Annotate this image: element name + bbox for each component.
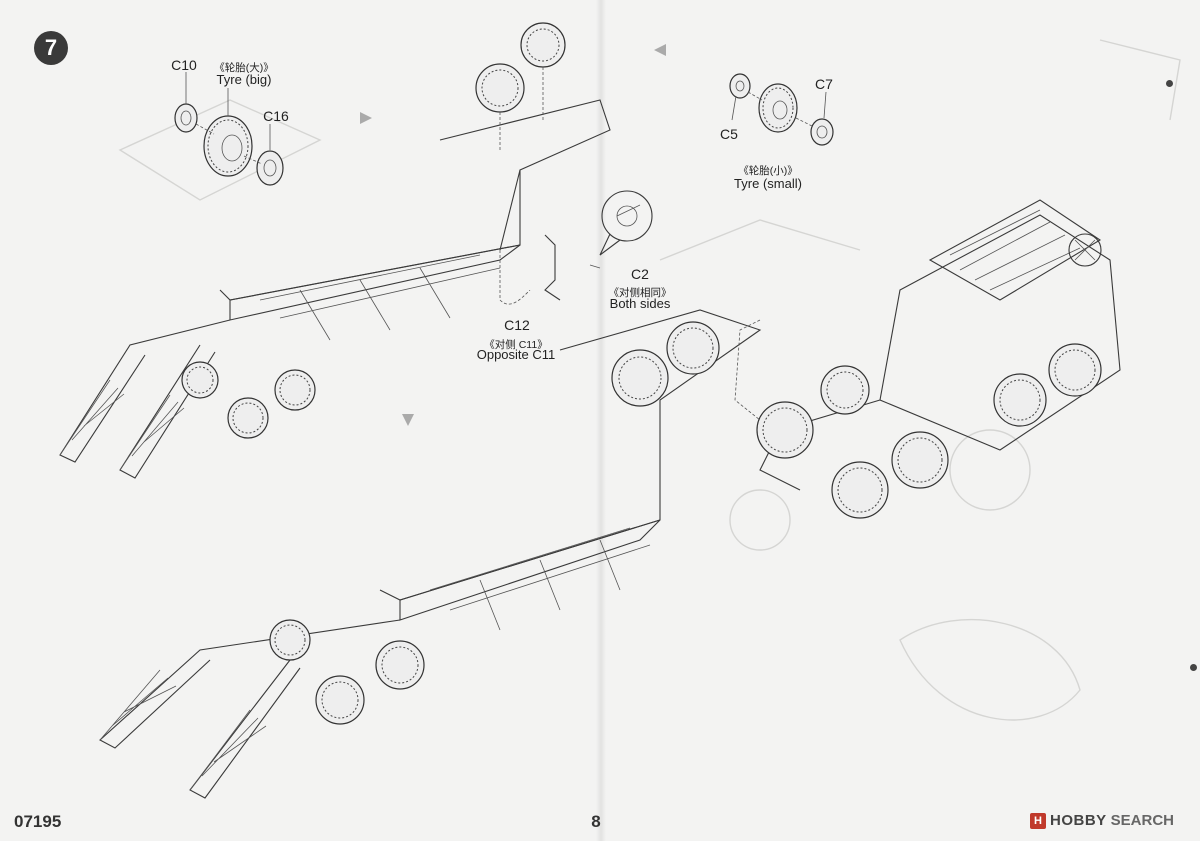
opposite-label: Opposite C11	[476, 347, 556, 362]
arrow-right-icon	[360, 112, 372, 124]
tyre-big-assembly	[174, 72, 284, 186]
both-sides-label: Both sides	[609, 296, 671, 311]
tyre-small-cn-label: 《轮胎(小)》	[738, 165, 798, 177]
registration-dot	[1166, 80, 1173, 87]
part-label-c5: C5	[720, 126, 738, 142]
part-label-c10: C10	[171, 57, 197, 73]
page-number: 8	[591, 812, 601, 831]
opposite-cn-label: 《对侧 C11》	[484, 339, 548, 351]
tractor-truck	[734, 199, 1121, 519]
tyre-small-label: Tyre (small)	[734, 176, 802, 191]
watermark-search: SEARCH	[1110, 812, 1175, 829]
part-label-c2: C2	[631, 266, 649, 282]
tyre-big-cn-label: 《轮胎(大)》	[214, 62, 274, 74]
arrow-left-icon	[654, 44, 666, 56]
watermark-brand: HOBBY	[1050, 812, 1107, 829]
step-number-badge: 7	[34, 31, 68, 65]
direction-arrows	[360, 44, 666, 426]
watermark-logo-icon: H	[1030, 812, 1046, 829]
tyre-big-label: Tyre (big)	[216, 72, 272, 87]
part-label-c12: C12	[504, 317, 530, 333]
registration-dot	[1190, 664, 1197, 671]
arrow-down-icon	[402, 414, 414, 426]
both-sides-cn-label: 《对侧相同》	[608, 287, 672, 299]
trailer-top	[59, 22, 611, 479]
kit-code: 07195	[14, 812, 62, 831]
part-label-c16: C16	[263, 108, 289, 124]
crank-zoom-bubble	[599, 190, 653, 256]
tyre-small-assembly	[729, 73, 834, 146]
page-gutter	[596, 0, 606, 841]
trailer-bottom	[99, 309, 762, 799]
part-label-c7: C7	[815, 76, 833, 92]
watermark: H HOBBY SEARCH	[1030, 812, 1174, 829]
